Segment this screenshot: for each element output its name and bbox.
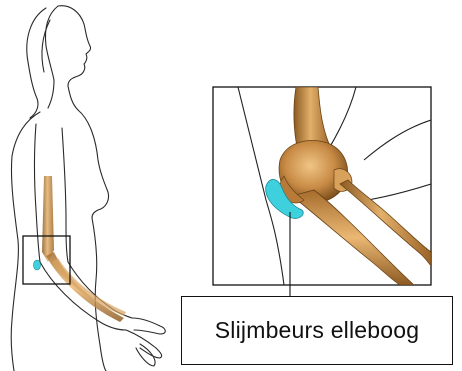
callout-label: Slijmbeurs elleboog xyxy=(215,317,420,344)
neck-outline xyxy=(48,80,54,108)
upper-arm-outline xyxy=(35,124,41,262)
figure-bursa-marker xyxy=(34,260,41,270)
hair-outline xyxy=(27,8,46,118)
figure-arm-bones xyxy=(34,176,127,322)
back-outline xyxy=(11,112,40,371)
chest-outline xyxy=(78,110,109,218)
hand-outline xyxy=(126,330,162,358)
callout-box: Slijmbeurs elleboog xyxy=(181,296,453,365)
face-profile xyxy=(58,6,91,86)
woman-figure xyxy=(11,6,165,371)
